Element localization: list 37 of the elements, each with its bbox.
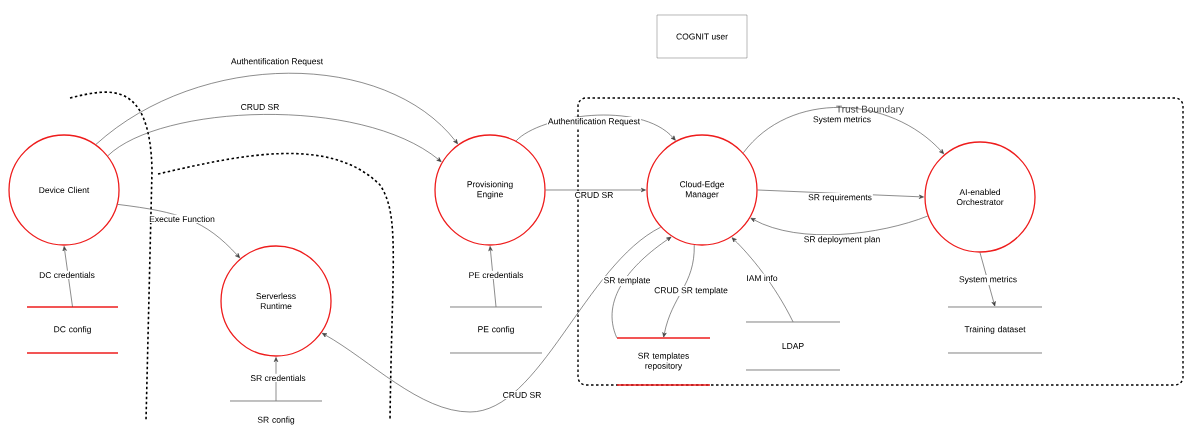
edge-label: DC credentials [38, 270, 96, 280]
arrow [750, 215, 928, 236]
arrow [545, 187, 646, 193]
arrow [731, 237, 794, 323]
arrow [95, 72, 458, 145]
edge-label: CRUD SR [239, 103, 281, 111]
actor-box: COGNIT user [656, 14, 748, 59]
edge-label: System metrics [811, 115, 873, 125]
edge-label: System metrics [957, 275, 1019, 285]
arrow [488, 246, 497, 308]
edge-label: SR template [602, 276, 652, 286]
arrow [117, 204, 240, 259]
edge-label: Authentification Request [546, 117, 642, 127]
data-store: DC config [26, 306, 119, 354]
edge-label: CRUD SR [573, 191, 615, 199]
arrow [62, 246, 73, 308]
arrow [979, 252, 996, 307]
arrow [273, 357, 279, 402]
edge-label: SR requirements [807, 193, 873, 203]
edge-label: SR deployment plan [802, 235, 882, 245]
edge-label: IAM info [745, 273, 779, 283]
edge-label: Execute Function [148, 214, 216, 224]
arrow [743, 107, 944, 155]
edge-label: PE credentials [467, 270, 525, 280]
data-store: SR config [229, 400, 323, 425]
arrow [662, 244, 695, 338]
arrow [321, 226, 661, 413]
data-store: LDAP [745, 321, 841, 371]
arrow [107, 114, 442, 162]
edge-label: CRUD SR [501, 391, 543, 399]
edge-label: SR credentials [249, 373, 307, 383]
edge-label: Authentification Request [229, 57, 325, 67]
data-store: Training dataset [947, 306, 1043, 354]
arrow [611, 236, 672, 339]
edge-label: CRUD SR template [653, 286, 729, 296]
data-store: PE config [449, 306, 543, 354]
data-store: SR templates repository [616, 337, 711, 386]
